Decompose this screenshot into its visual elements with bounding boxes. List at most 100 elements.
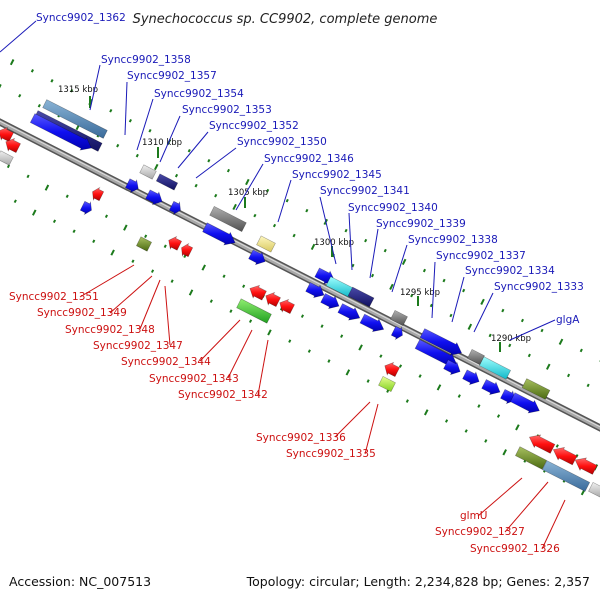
gene-label-syncc9902-1345[interactable]: Syncc9902_1345 <box>292 169 382 181</box>
tick-dot <box>135 153 139 158</box>
gene-arrow-reverse[interactable] <box>265 291 281 308</box>
gene-arrow-reverse[interactable] <box>92 186 105 202</box>
gene-block[interactable] <box>588 481 600 498</box>
gene-label-syncc9902-1334[interactable]: Syncc9902_1334 <box>465 265 555 277</box>
gene-label-syncc9902-1354[interactable]: Syncc9902_1354 <box>154 88 244 100</box>
gene-arrow-reverse[interactable] <box>384 361 400 378</box>
gene-arrow[interactable] <box>359 313 385 333</box>
gene-block[interactable] <box>209 205 247 233</box>
tick-dot <box>558 338 564 345</box>
gene-arrow[interactable] <box>481 379 501 396</box>
gene-label-syncc9902-1333[interactable]: Syncc9902_1333 <box>494 281 584 293</box>
gene-label-glga[interactable]: glgA <box>556 314 580 326</box>
tick-dot <box>540 328 544 333</box>
leader-line <box>159 115 181 163</box>
gene-arrow[interactable] <box>390 325 403 341</box>
gene-label-syncc9902-1339[interactable]: Syncc9902_1339 <box>376 218 466 230</box>
tick-dot <box>398 364 403 368</box>
gene-block[interactable] <box>0 150 14 166</box>
gene-label-syncc9902-1340[interactable]: Syncc9902_1340 <box>348 202 438 214</box>
gene-arrow[interactable] <box>320 293 340 310</box>
tick-dot <box>480 298 485 305</box>
gene-label-syncc9902-1350[interactable]: Syncc9902_1350 <box>237 136 327 148</box>
gene-arrow-reverse[interactable] <box>552 446 578 466</box>
gene-label-syncc9902-1352[interactable]: Syncc9902_1352 <box>209 120 299 132</box>
gene-label-syncc9902-1349[interactable]: Syncc9902_1349 <box>37 307 127 319</box>
gene-arrow-reverse[interactable] <box>5 137 21 154</box>
tick-dot <box>467 323 473 330</box>
gene-block[interactable] <box>139 164 157 180</box>
gene-label-syncc9902-1335[interactable]: Syncc9902_1335 <box>286 448 376 460</box>
gene-block[interactable] <box>256 235 276 253</box>
gene-arrow[interactable] <box>443 359 461 376</box>
gene-block[interactable] <box>478 356 512 380</box>
gene-block[interactable] <box>236 298 272 324</box>
gene-block[interactable] <box>155 173 179 191</box>
gene-arrow[interactable] <box>419 328 463 356</box>
tick-dot <box>300 314 305 318</box>
gene-arrow-reverse[interactable] <box>168 235 183 251</box>
gene-label-syncc9902-1348[interactable]: Syncc9902_1348 <box>65 324 155 336</box>
gene-arrow[interactable] <box>248 249 266 266</box>
gene-label-syncc9902-1342[interactable]: Syncc9902_1342 <box>178 389 268 401</box>
tick-dot <box>285 198 289 203</box>
gene-label-syncc9902-1362[interactable]: Syncc9902_1362 <box>36 12 126 24</box>
gene-label-syncc9902-1358[interactable]: Syncc9902_1358 <box>101 54 191 66</box>
leader-line <box>369 228 379 279</box>
gene-arrow[interactable] <box>124 178 139 194</box>
gene-block[interactable] <box>514 446 548 470</box>
gene-label-syncc9902-1327[interactable]: Syncc9902_1327 <box>435 526 525 538</box>
leader-line <box>504 481 549 533</box>
tick-dot <box>364 238 368 243</box>
gene-arrow[interactable] <box>337 303 361 321</box>
gene-label-syncc9902-1326[interactable]: Syncc9902_1326 <box>470 543 560 555</box>
gene-arrow[interactable] <box>462 369 480 386</box>
gene-arrow[interactable] <box>145 189 163 206</box>
tick-dot <box>44 184 50 191</box>
gene-block[interactable] <box>541 460 591 492</box>
gene-label-syncc9902-1337[interactable]: Syncc9902_1337 <box>436 250 526 262</box>
gene-label-syncc9902-1343[interactable]: Syncc9902_1343 <box>149 373 239 385</box>
gene-label-syncc9902-1336[interactable]: Syncc9902_1336 <box>256 432 346 444</box>
reverse-gene-labels: Syncc9902_1351 Syncc9902_1349 Syncc9902_… <box>9 291 560 555</box>
tick-dot <box>267 329 272 336</box>
gene-label-syncc9902-1357[interactable]: Syncc9902_1357 <box>127 70 217 82</box>
gene-label-syncc9902-1344[interactable]: Syncc9902_1344 <box>121 356 211 368</box>
gene-block[interactable] <box>390 309 408 327</box>
gene-label-glmu[interactable]: glmU <box>460 510 488 522</box>
gene-arrow[interactable] <box>509 392 540 414</box>
gene-label-syncc9902-1347[interactable]: Syncc9902_1347 <box>93 340 183 352</box>
gene-block[interactable] <box>347 286 375 308</box>
gene-label-syncc9902-1351[interactable]: Syncc9902_1351 <box>9 291 99 303</box>
tick-dot <box>320 324 324 328</box>
gene-arrow[interactable] <box>29 113 92 151</box>
gene-arrow-reverse[interactable] <box>181 242 194 258</box>
tick-dot <box>310 243 316 251</box>
gene-arrow[interactable] <box>305 282 325 299</box>
gene-arrow-reverse[interactable] <box>279 298 295 315</box>
tick-dot <box>527 353 531 358</box>
gene-label-syncc9902-1346[interactable]: Syncc9902_1346 <box>264 153 354 165</box>
gene-arrow-reverse[interactable] <box>574 457 598 475</box>
gene-block[interactable] <box>42 99 108 139</box>
tick-label-1310: 1310 kbp <box>142 138 182 148</box>
gene-block[interactable] <box>378 375 396 393</box>
tick-dot <box>418 374 422 378</box>
tick-dot <box>555 444 559 448</box>
gene-arrow[interactable] <box>202 222 236 246</box>
tick-dot <box>464 429 468 433</box>
gene-label-syncc9902-1353[interactable]: Syncc9902_1353 <box>182 104 272 116</box>
gene-arrow[interactable] <box>168 200 181 216</box>
tick-label-1295: 1295 kbp <box>400 288 440 298</box>
leader-line <box>319 196 337 265</box>
gene-label-syncc9902-1338[interactable]: Syncc9902_1338 <box>408 234 498 246</box>
gene-arrow[interactable] <box>79 200 92 216</box>
gene-block[interactable] <box>135 236 153 252</box>
gene-arrow-reverse[interactable] <box>528 434 556 454</box>
map-title: Synechococcus sp. CC9902, complete genom… <box>133 12 438 27</box>
gene-block[interactable] <box>521 378 551 400</box>
tick-dot <box>253 213 257 218</box>
gene-block[interactable] <box>325 276 355 298</box>
gene-label-syncc9902-1341[interactable]: Syncc9902_1341 <box>320 185 410 197</box>
gene-arrow-reverse[interactable] <box>249 284 267 301</box>
